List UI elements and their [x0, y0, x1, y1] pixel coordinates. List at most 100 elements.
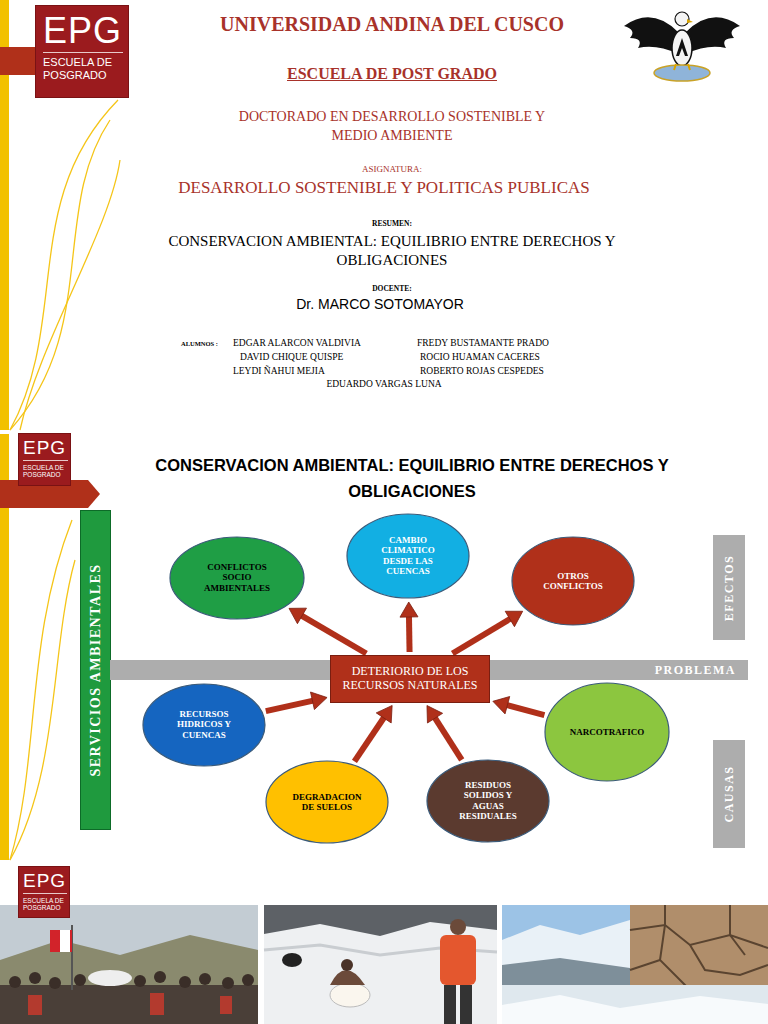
arrow-head	[289, 608, 306, 624]
arrow-head	[427, 706, 443, 723]
text-block: EFECTOS	[722, 554, 737, 620]
field-caption: RESUMEN:	[342, 219, 442, 228]
arrow-shaft	[406, 615, 413, 652]
problem-box: DETERIORIO DE LOS RECURSOS NATURALES	[330, 655, 490, 703]
label-slot: DOCENTE:	[342, 284, 442, 293]
label-slot: EDGAR ALARCON VALDIVIA	[233, 338, 361, 349]
arrow-head	[400, 602, 418, 617]
cause-ellipse: NARCOTRAFICO	[544, 682, 670, 782]
student-name: ROCIO HUAMAN CACERES	[420, 352, 540, 363]
label-slot: DOCTORADO EN DESARROLLO SOSTENIBLE Y MED…	[232, 108, 552, 146]
text-block: CONFLICTOS SOCIO AMBIENTALES	[195, 562, 280, 593]
ellipse-text: RECURSOS HIDRICOS Y CUENCAS	[165, 709, 243, 740]
text-block: SERVICIOS AMBIENTALES	[88, 563, 104, 776]
label-slot: ESCUELA DE POST GRADO	[192, 64, 592, 83]
photo-protest	[0, 905, 258, 1024]
student-name: ROBERTO ROJAS CESPEDES	[420, 366, 544, 377]
arrow-shaft	[452, 618, 511, 654]
effect-ellipse: OTROS CONFLICTOS	[511, 536, 635, 626]
ellipse-shape	[143, 684, 265, 766]
student-name: FREDY BUSTAMANTE PRADO	[417, 338, 549, 349]
text-block: CAMBIO CLIMATICO DESDE LAS CUENCAS	[369, 535, 447, 576]
label-slot: RESUMEN:	[342, 219, 442, 228]
title-slot: CONSERVACION AMBIENTAL: EQUILIBRIO ENTRE…	[112, 452, 712, 505]
label-slot: ASIGNATURA:	[292, 164, 492, 175]
label-slot: DAVID CHIQUE QUISPE	[240, 352, 343, 363]
photo-glacier	[502, 905, 630, 985]
label-slot: FREDY BUSTAMANTE PRADO	[417, 338, 549, 349]
text-block: RECURSOS HIDRICOS Y CUENCAS	[165, 709, 243, 740]
arrow-head	[310, 692, 327, 710]
arrow-shaft	[300, 615, 366, 654]
student-name: DAVID CHIQUE QUISPE	[240, 352, 343, 363]
arrow-shaft	[505, 705, 544, 715]
arrow-head	[505, 611, 522, 626]
text-block: EPGESCUELA DE POSGRADO	[23, 871, 67, 912]
ellipse-text: OTROS CONFLICTOS	[534, 571, 612, 592]
course-name: DESARROLLO SOSTENIBLE Y POLITICAS PUBLIC…	[104, 178, 664, 198]
cause-ellipse: DEGRADACION DE SUELOS	[265, 760, 389, 844]
logo-caption: ESCUELA DE POSGRADO	[23, 460, 68, 479]
effect-ellipse: CAMBIO CLIMATICO DESDE LAS CUENCAS	[346, 513, 470, 599]
section-tag: CAUSAS	[713, 740, 745, 848]
arrow-head	[493, 697, 510, 714]
ellipse-text: CAMBIO CLIMATICO DESDE LAS CUENCAS	[369, 535, 447, 576]
label-slot: EDUARDO VARGAS LUNA	[274, 379, 494, 390]
cause-ellipse: RESIDUOS SOLIDOS Y AGUAS RESIDUALES	[426, 759, 550, 843]
label-slot: DESARROLLO SOSTENIBLE Y POLITICAS PUBLIC…	[104, 178, 664, 198]
logo-mark: EPG	[23, 438, 68, 457]
label-slot: ROBERTO ROJAS CESPEDES	[420, 366, 544, 377]
text-block: EPG ESCUELA DE POSGRADO	[23, 438, 68, 479]
field-caption: ALUMNOS :	[181, 340, 218, 348]
arrow-shaft	[434, 716, 462, 759]
ellipse-text: RESIDUOS SOLIDOS Y AGUAS RESIDUALES	[449, 780, 527, 821]
ellipse-text: CONFLICTOS SOCIO AMBIENTALES	[195, 562, 280, 593]
section-tag: EFECTOS	[713, 535, 745, 640]
text-block: EPGESCUELA DE POSGRADO	[43, 13, 123, 81]
effect-ellipse: CONFLICTOS SOCIO AMBIENTALES	[169, 536, 305, 620]
cause-effect-arrow	[400, 602, 418, 652]
cause-effect-arrow	[427, 706, 462, 760]
ellipse-text: DEGRADACION DE SUELOS	[288, 792, 366, 813]
text-block: DETERIORIO DE LOS RECURSOS NATURALES	[337, 665, 483, 693]
band-text: PROBLEMA	[655, 663, 736, 678]
cause-effect-arrow	[493, 697, 545, 716]
field-caption: DOCENTE:	[342, 284, 442, 293]
label-slot: ROCIO HUAMAN CACERES	[420, 352, 540, 363]
photo-highlands	[264, 905, 497, 1024]
summary-title: CONSERVACION AMBIENTAL: EQUILIBRIO ENTRE…	[127, 232, 657, 270]
text-block: CAUSAS	[722, 765, 737, 822]
ellipse-shape	[427, 760, 549, 842]
student-name: EDUARDO VARGAS LUNA	[274, 379, 494, 390]
services-band: SERVICIOS AMBIENTALES	[80, 510, 111, 830]
university-name: UNIVERSIDAD ANDINA DEL CUSCO	[132, 12, 652, 36]
red-tab	[0, 47, 36, 75]
diagram-title: CONSERVACION AMBIENTAL: EQUILIBRIO ENTRE…	[112, 452, 712, 505]
student-name: EDGAR ALARCON VALDIVIA	[233, 338, 361, 349]
text-block: OTROS CONFLICTOS	[534, 571, 612, 592]
university-crest	[624, 12, 740, 81]
cause-effect-arrow	[452, 611, 522, 653]
label-slot: Dr. MARCO SOTOMAYOR	[230, 296, 530, 313]
band-text: EFECTOS	[722, 554, 737, 620]
photo-ice	[502, 985, 768, 1024]
text-block: RESIDUOS SOLIDOS Y AGUAS RESIDUALES	[449, 780, 527, 821]
cause-effect-arrow	[289, 608, 366, 653]
cause-ellipse: RECURSOS HIDRICOS Y CUENCAS	[142, 683, 266, 767]
ellipse-shape	[170, 537, 304, 619]
band-text: SERVICIOS AMBIENTALES	[88, 563, 104, 776]
label-slot: ALUMNOS :	[181, 340, 218, 348]
field-caption: ASIGNATURA:	[292, 164, 492, 175]
school-name: ESCUELA DE POST GRADO	[192, 64, 592, 83]
box-text: DETERIORIO DE LOS RECURSOS NATURALES	[337, 665, 483, 693]
program-name: DOCTORADO EN DESARROLLO SOSTENIBLE Y MED…	[232, 108, 552, 146]
arrow-shaft	[266, 700, 315, 711]
band-text: CAUSAS	[722, 765, 737, 822]
ellipse-text: NARCOTRAFICO	[568, 727, 647, 737]
label-slot: UNIVERSIDAD ANDINA DEL CUSCO	[132, 12, 652, 36]
school-logo: EPGESCUELA DE POSGRADO	[18, 866, 70, 918]
cause-effect-arrow	[266, 692, 327, 711]
